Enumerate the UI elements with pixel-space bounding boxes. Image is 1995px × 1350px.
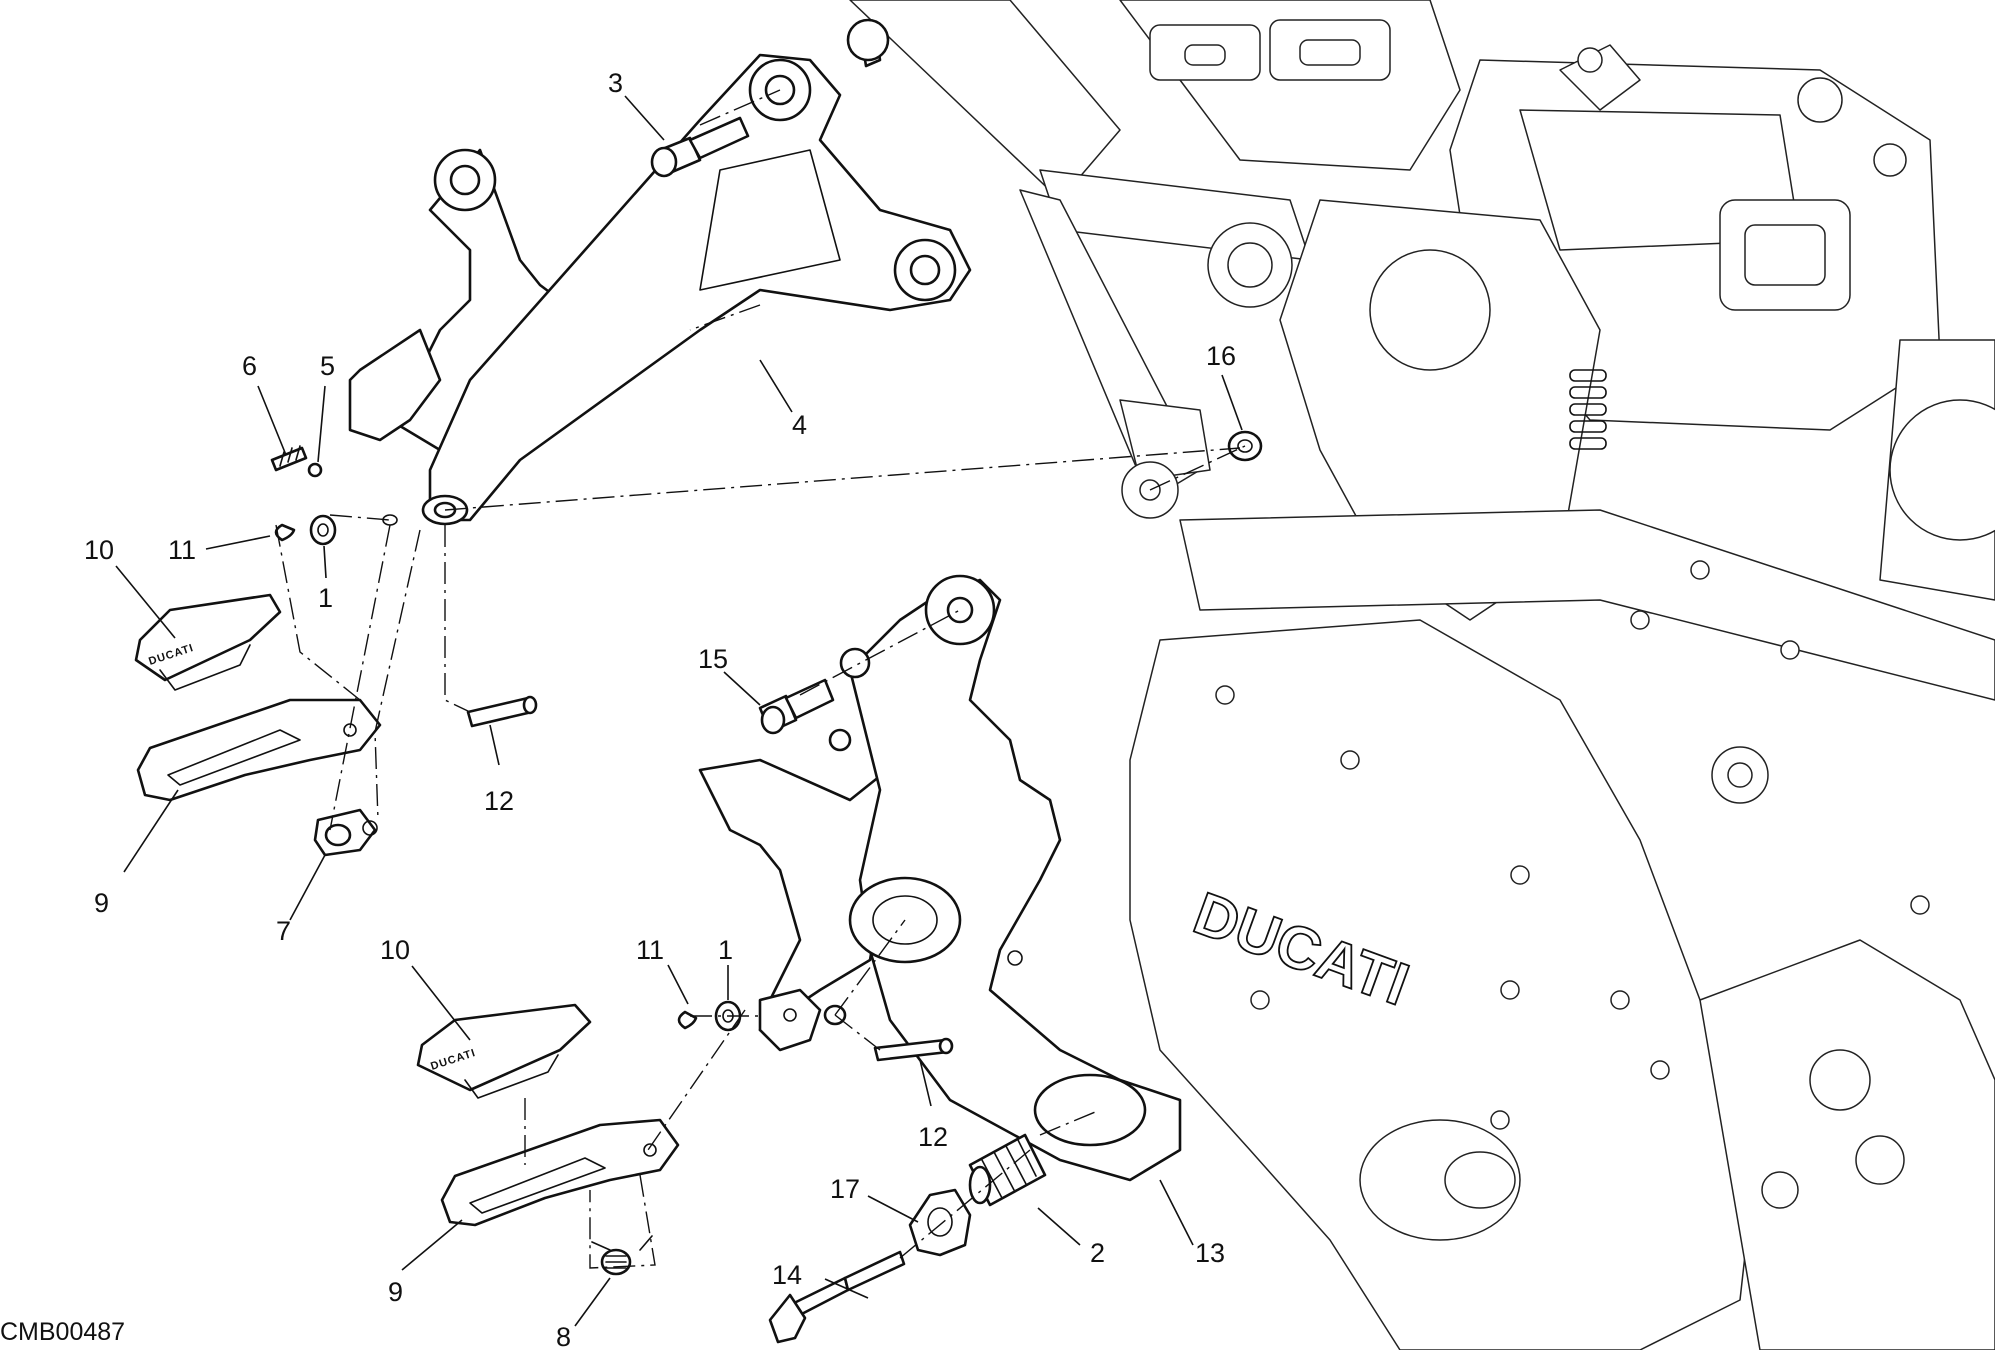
bolt-14 [768,1250,906,1344]
drawing-code: CMB00487 [0,1318,125,1346]
callout-6: 6 [242,351,257,381]
clip-11-lower [677,1010,698,1030]
callout-11-lower: 11 [636,935,664,965]
pin-12-lower [873,1037,954,1062]
footpeg-hanger-bracket [348,18,972,526]
callout-10-lower: 10 [380,935,410,965]
ball-5 [307,462,323,478]
nut-17 [908,1188,972,1257]
bolt-3 [650,116,750,178]
callout-14: 14 [772,1260,802,1290]
callout-1-upper: 1 [318,583,333,613]
spring-6 [270,445,308,472]
callout-15: 15 [698,644,728,674]
assembly-axis-lines [275,89,1246,1269]
callout-13: 13 [1195,1238,1225,1268]
washer-1-upper [309,514,337,546]
callout-8: 8 [556,1322,571,1350]
callout-12-lower: 12 [918,1122,948,1152]
callout-11-upper: 11 [168,535,196,565]
footpeg-upper [136,698,382,802]
footpeg-lower [440,1118,680,1227]
callout-7: 7 [276,916,291,946]
callout-leaders [115,95,1243,1327]
callout-3: 3 [608,68,623,98]
callout-2: 2 [1090,1238,1105,1268]
bolt-15 [758,678,835,735]
callout-10-upper: 10 [84,535,114,565]
callout-16: 16 [1206,341,1236,371]
footpeg-rubber-upper: DUCATI [134,593,282,691]
callout-12-upper: 12 [484,786,514,816]
footpeg-rubber-lower: DUCATI [416,1003,592,1099]
callout-labels: 3 4 6 5 16 10 11 1 15 12 9 7 10 11 1 12 … [84,68,1236,1350]
callout-4: 4 [792,410,807,440]
pin-12-upper [466,695,538,728]
callout-17: 17 [830,1174,860,1204]
spring-8 [591,1235,653,1276]
frame-and-engine: DUCATI [849,0,1995,1350]
pivot-7 [313,808,378,857]
callout-9-lower: 9 [388,1277,403,1307]
callout-5: 5 [320,351,335,381]
callout-1-lower: 1 [718,935,733,965]
heel-guard-bracket [698,574,1182,1182]
callout-9-upper: 9 [94,888,109,918]
